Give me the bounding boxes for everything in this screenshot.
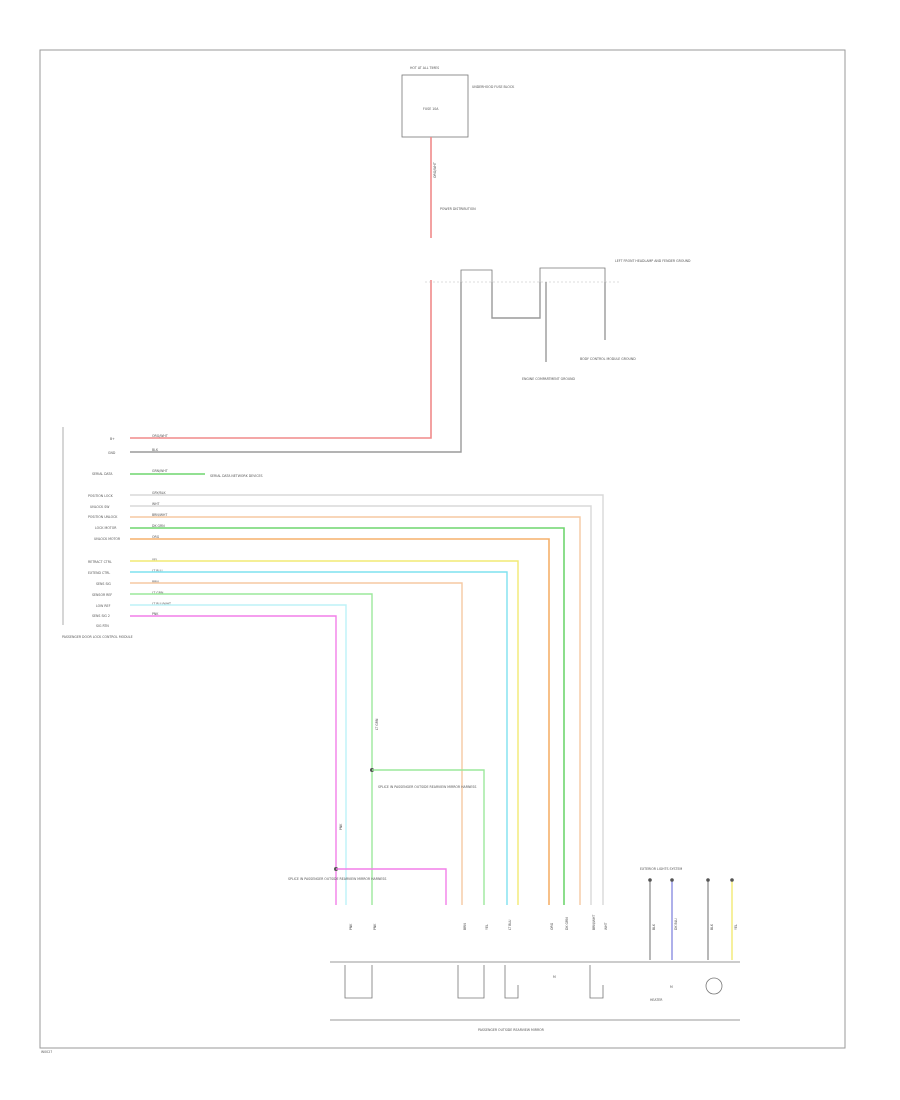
code-3: GRN/WHT xyxy=(152,469,168,473)
pin-14: SENSOR REF xyxy=(92,593,112,597)
pin-5: POSITION LOCK xyxy=(88,494,114,498)
motor-label: M xyxy=(553,975,556,979)
diagram-frame xyxy=(39,49,846,1049)
module-to-mirror-wires: LT GRN PNK xyxy=(130,494,604,905)
mirror-terminal-codes: PNK PNK BRN YEL LT BLU DK GRN ORG BRN/WH… xyxy=(349,915,608,930)
term-code-6: DK GRN xyxy=(565,917,569,930)
pin-1: B+ xyxy=(110,437,115,441)
code-2: BLK xyxy=(152,448,159,452)
module-wire-codes: ORG/WHT BLK GRN/WHT GRY/BLK WHT BRN/WHT … xyxy=(152,434,171,616)
term-code-7: ORG xyxy=(550,922,554,930)
bcm-ground-label: BODY CONTROL MODULE GROUND xyxy=(580,357,636,361)
low-splice-label: SPLICE IN PASSENGER OUTSIDE REARVIEW MIR… xyxy=(288,877,386,881)
lamp-wire-4: YEL xyxy=(734,924,738,930)
pin-17: SIG RTN xyxy=(96,624,109,628)
pin-13: SENS SIG xyxy=(96,582,111,586)
code-8: DK GRN xyxy=(152,524,165,528)
code-9: ORG xyxy=(152,535,160,539)
term-code-4: YEL xyxy=(485,924,489,930)
fuse-rating: FUSE 10A xyxy=(423,107,439,111)
pin-6: UNLOCK SW xyxy=(90,505,110,509)
mirror-name: PASSENGER OUTSIDE REARVIEW MIRROR xyxy=(478,1028,545,1032)
code-14: LT GRN xyxy=(152,591,164,595)
term-code-9: WHT xyxy=(604,922,608,930)
code-15: LT BLU/WHT xyxy=(152,602,171,606)
term-code-1: PNK xyxy=(349,923,353,930)
lamp-wire-1: BLK xyxy=(652,923,656,930)
pin-16: SENS SIG 2 xyxy=(92,614,110,618)
exterior-lights-label: EXTERIOR LIGHTS SYSTEM xyxy=(640,867,683,871)
code-6: WHT xyxy=(152,502,160,506)
mid-splice-label: SPLICE IN PASSENGER OUTSIDE REARVIEW MIR… xyxy=(378,785,476,789)
ground-junction-label: LEFT FRONT HEADLAMP AND FENDER GROUND xyxy=(615,259,691,263)
fuse-header: HOT AT ALL TIMES xyxy=(410,66,439,70)
low-splice: SPLICE IN PASSENGER OUTSIDE REARVIEW MIR… xyxy=(288,867,447,905)
code-1: ORG/WHT xyxy=(152,434,168,438)
motor-label-2: M xyxy=(670,985,673,989)
page-id: W0027 xyxy=(41,1050,52,1054)
pin-7: POSITION UNLOCK xyxy=(88,515,118,519)
pin-2: GND xyxy=(108,451,116,455)
ground-junction: LEFT FRONT HEADLAMP AND FENDER GROUND EN… xyxy=(130,259,691,453)
term-code-3: BRN xyxy=(463,923,467,930)
mid-splice: SPLICE IN PASSENGER OUTSIDE REARVIEW MIR… xyxy=(370,768,485,905)
lt-grn-vertical-code: LT GRN xyxy=(375,718,379,730)
term-code-2: PNK xyxy=(373,923,377,930)
fuse-block-name: UNDERHOOD FUSE BLOCK xyxy=(472,85,515,89)
door-lock-module: PASSENGER DOOR LOCK CONTROL MODULE B+ GN… xyxy=(62,427,133,639)
term-code-5: LT BLU xyxy=(508,919,512,930)
top-wire: ORG/WHT POWER DISTRIBUTION xyxy=(130,137,476,439)
code-11: YEL xyxy=(152,558,158,562)
top-wire-code: ORG/WHT xyxy=(433,162,437,178)
pin-8: LOCK MOTOR xyxy=(95,526,117,530)
lamp-wire-2: DK BLU xyxy=(674,918,678,930)
passenger-mirror: M M HEATER PASSENGER OUTSIDE REARVIEW MI… xyxy=(330,961,740,1032)
code-7: BRN/WHT xyxy=(152,513,167,517)
power-distribution-label: POWER DISTRIBUTION xyxy=(440,207,476,211)
code-12: LT BLU xyxy=(152,569,163,573)
underhood-fuse-block: HOT AT ALL TIMES FUSE 10A UNDERHOOD FUSE… xyxy=(401,66,515,138)
exterior-lights-group: EXTERIOR LIGHTS SYSTEM BLK DK BLU BLK YE… xyxy=(640,867,738,960)
lamp-wire-3: BLK xyxy=(710,923,714,930)
serial-data-note: SERIAL DATA NETWORK DEVICES xyxy=(210,474,263,478)
pin-15: LOW REF xyxy=(96,604,111,608)
heater-label: HEATER xyxy=(650,998,663,1002)
pin-3: SERIAL DATA xyxy=(92,472,113,476)
module-name: PASSENGER DOOR LOCK CONTROL MODULE xyxy=(62,635,133,639)
term-code-8: BRN/WHT xyxy=(592,915,596,930)
pin-11: RETRACT CTRL xyxy=(88,560,112,564)
code-5: GRY/BLK xyxy=(152,491,166,495)
pin-9: UNLOCK MOTOR xyxy=(94,537,121,541)
pnk-vertical-code: PNK xyxy=(339,823,343,830)
pin-12: EXTEND CTRL xyxy=(88,571,110,575)
code-16: PNK xyxy=(152,612,159,616)
serial-data-wire: SERIAL DATA NETWORK DEVICES xyxy=(130,473,263,478)
code-13: BRN xyxy=(152,580,159,584)
engine-ground-label: ENGINE COMPARTMENT GROUND xyxy=(522,377,576,381)
lamp-symbol xyxy=(705,977,723,995)
